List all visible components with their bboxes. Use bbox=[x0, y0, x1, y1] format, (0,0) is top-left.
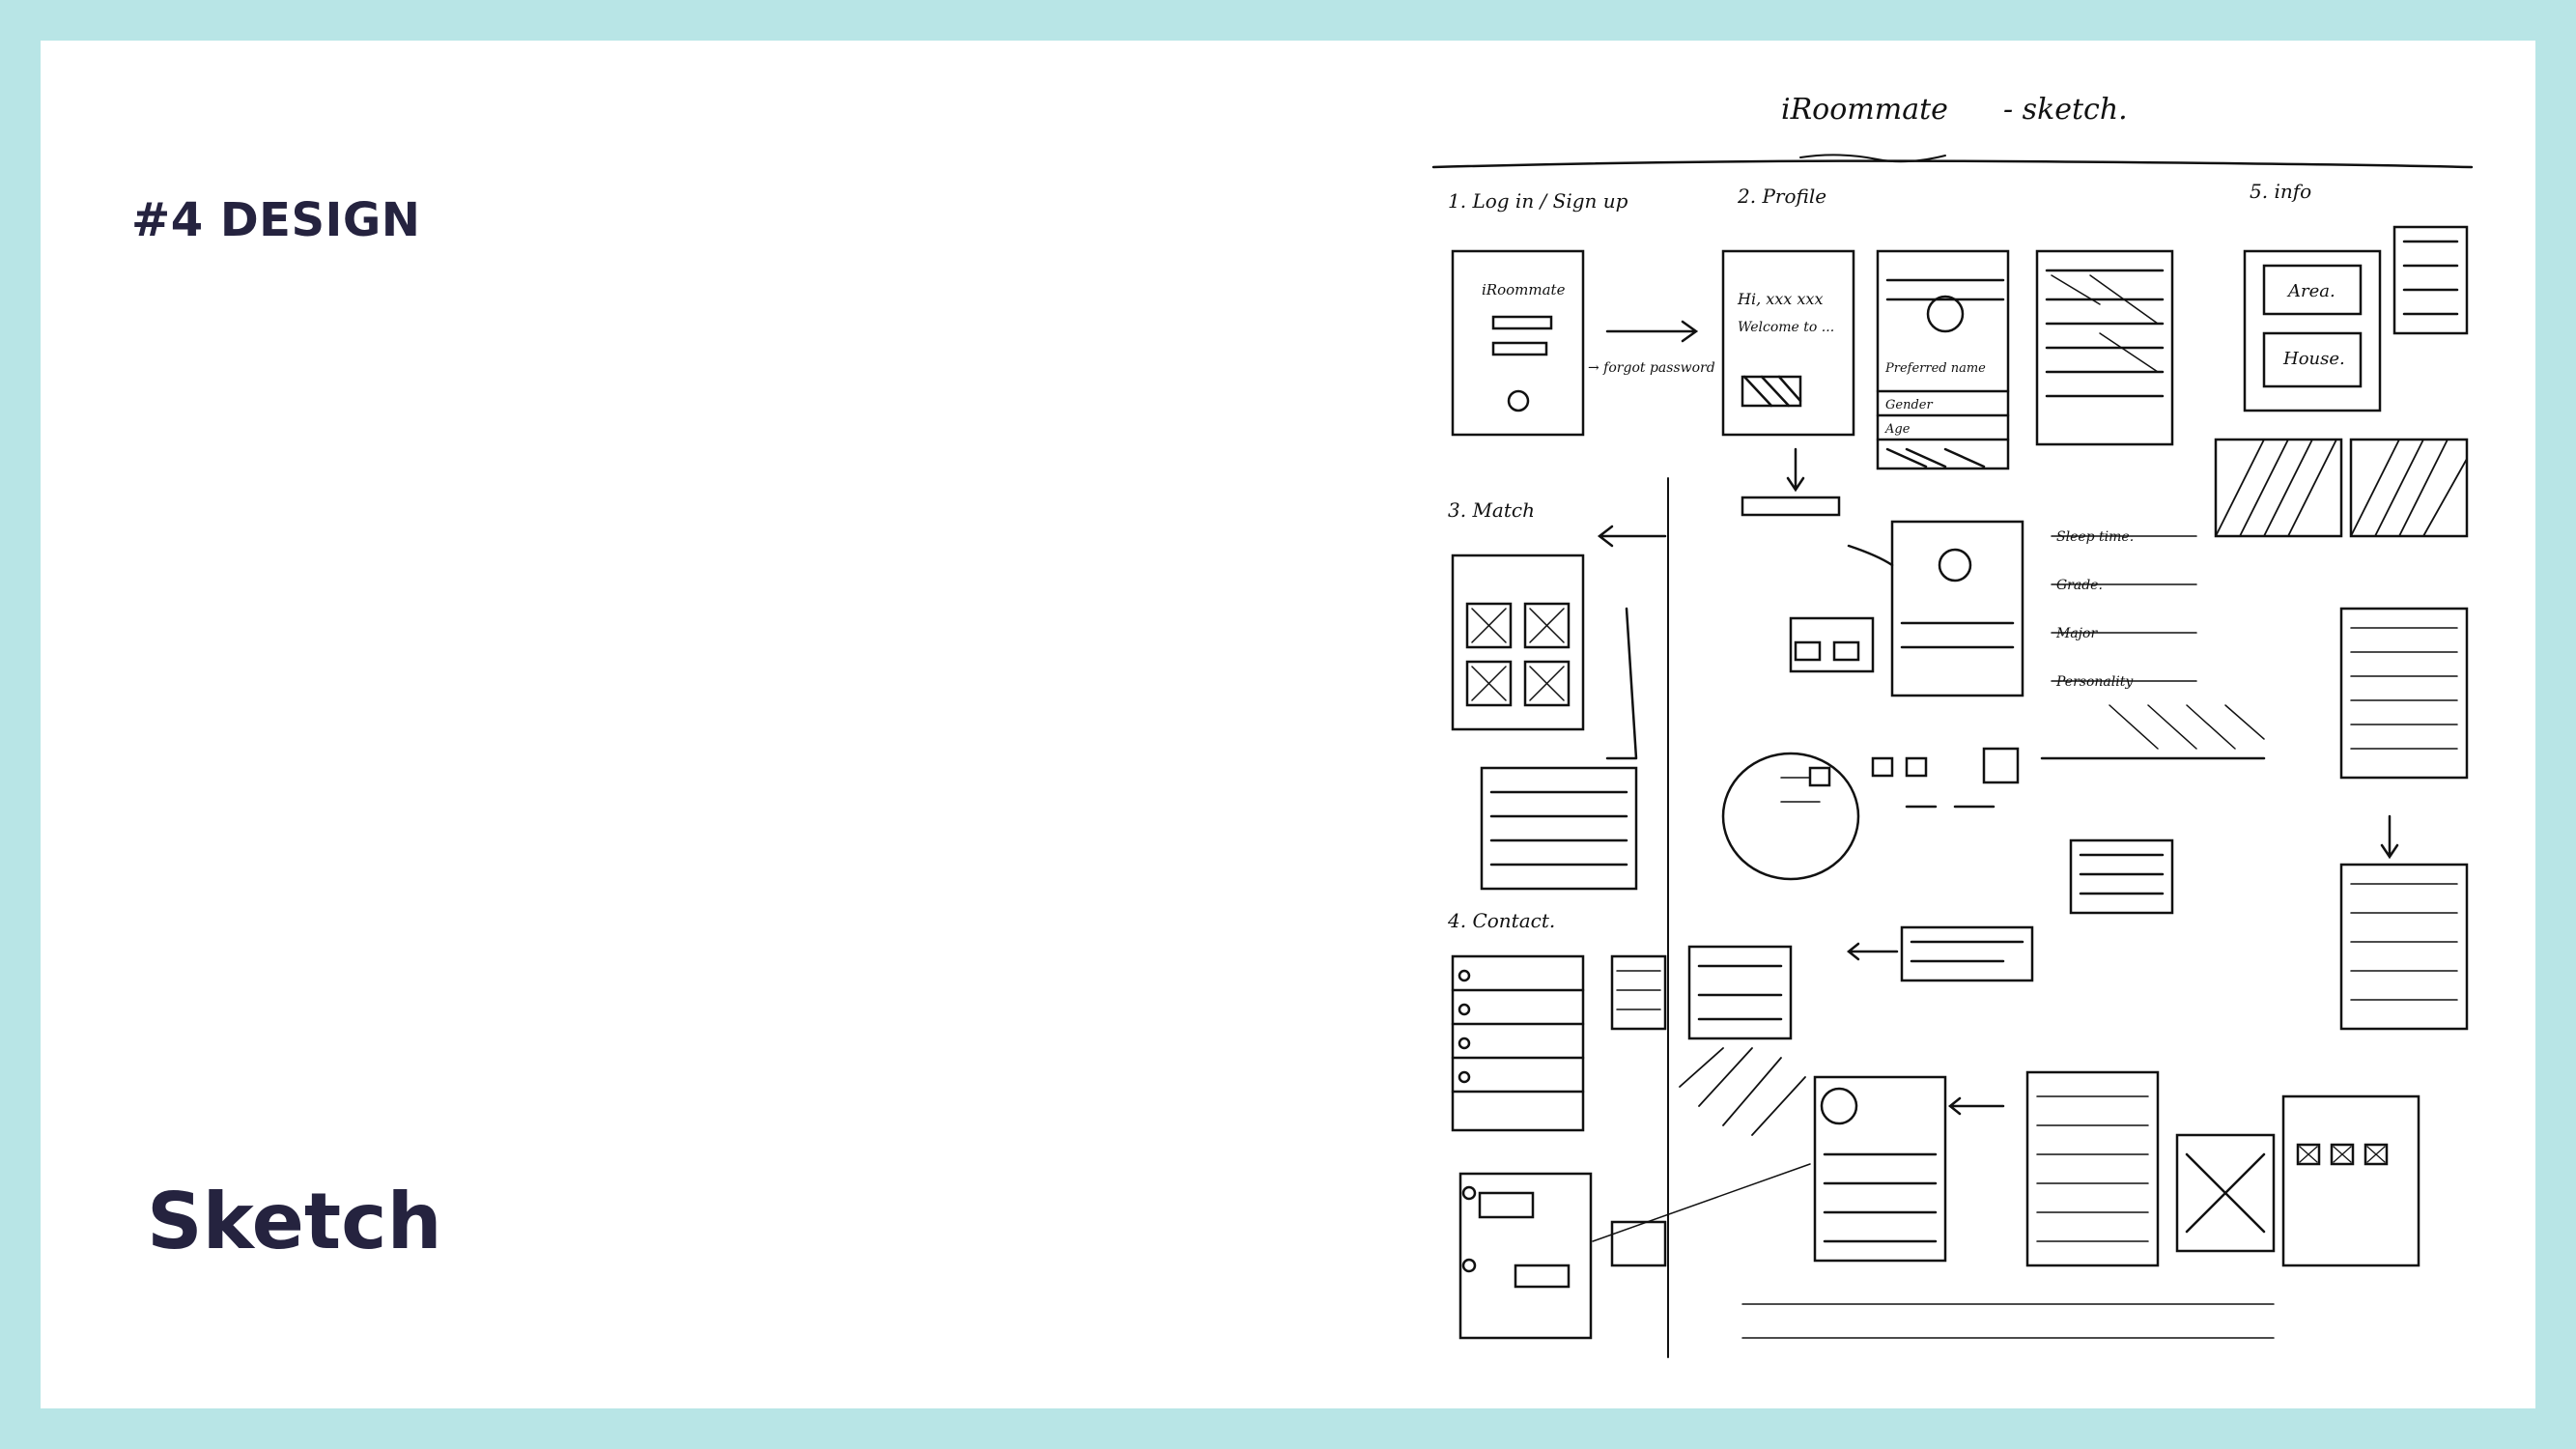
note-gender: Gender bbox=[1885, 398, 1933, 412]
note-area: Area. bbox=[2286, 281, 2335, 301]
label-info: 5. info bbox=[2250, 180, 2311, 203]
sketch-drawing: iRoommate - sketch. 1. Log in / Sign up … bbox=[1431, 93, 2474, 1358]
note-sleep-time: Sleep time. bbox=[2056, 529, 2134, 545]
note-app-name: iRoommate bbox=[1482, 281, 1566, 298]
label-profile: 2. Profile bbox=[1737, 185, 1826, 208]
label-login: 1. Log in / Sign up bbox=[1448, 189, 1628, 213]
label-contact: 4. Contact. bbox=[1447, 909, 1555, 932]
section-title: #4 DESIGN bbox=[131, 193, 421, 247]
slide-heading: Sketch bbox=[147, 1177, 442, 1266]
note-personality: Personality bbox=[2055, 674, 2134, 690]
sketch-title: iRoommate bbox=[1781, 93, 1948, 127]
note-major: Major bbox=[2055, 626, 2098, 641]
note-greeting: Hi, xxx xxx bbox=[1737, 290, 1823, 308]
note-preferred-name: Preferred name bbox=[1884, 361, 1986, 376]
note-house: House. bbox=[2282, 349, 2345, 369]
label-match: 3. Match bbox=[1448, 498, 1535, 522]
wireframe-sketch-image: iRoommate - sketch. 1. Log in / Sign up … bbox=[1424, 82, 2482, 1363]
note-grade: Grade. bbox=[2056, 578, 2103, 593]
sketch-subtitle: - sketch. bbox=[2003, 93, 2128, 127]
note-welcome: Welcome to ... bbox=[1738, 320, 1834, 335]
note-forgot: → forgot password bbox=[1588, 360, 1715, 376]
note-age: Age bbox=[1884, 422, 1911, 437]
